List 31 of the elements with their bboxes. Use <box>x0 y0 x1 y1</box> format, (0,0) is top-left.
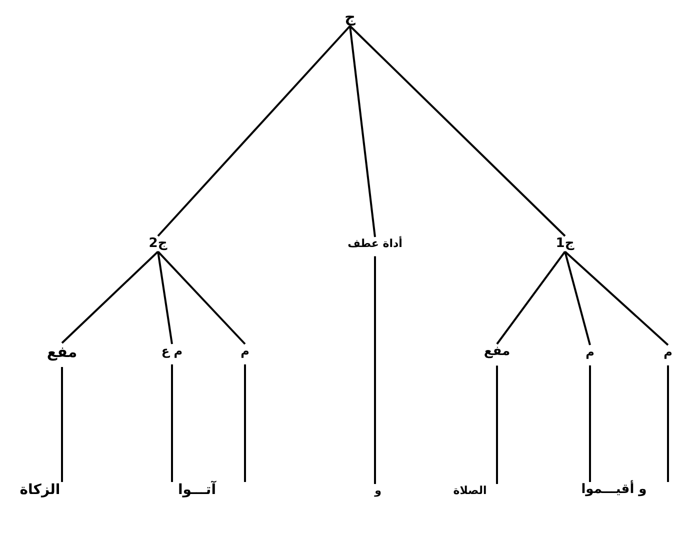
tree-branch <box>157 25 351 237</box>
tree-label: مفع <box>481 344 513 360</box>
tree-label: مفع <box>45 343 79 361</box>
tree-branch <box>61 367 63 482</box>
tree-label: م ع <box>155 344 189 358</box>
tree-branch <box>496 251 566 345</box>
tree-branch <box>667 365 669 482</box>
tree-branch <box>157 250 246 345</box>
leaf-word: آتـــوا <box>151 482 243 499</box>
tree-branch <box>564 250 669 346</box>
tree-label: ج2 <box>142 236 174 252</box>
tree-branch <box>349 26 376 238</box>
leaf-word: و <box>368 484 388 498</box>
leaf-word: الصلاة <box>446 484 494 498</box>
tree-branch <box>61 250 159 344</box>
tree-branch <box>496 366 498 484</box>
tree-label: ج1 <box>549 236 581 252</box>
tree-branch <box>349 25 566 237</box>
tree-branch <box>157 251 173 344</box>
tree-branch <box>564 251 591 346</box>
tree-branch <box>244 364 246 482</box>
tree-label: م <box>237 344 253 358</box>
tree-label: م <box>660 345 676 360</box>
tree-branch <box>374 256 376 484</box>
tree-label: ج <box>340 8 360 26</box>
tree-branch <box>171 364 173 482</box>
leaf-word: و أقيـــموا <box>553 482 675 498</box>
tree-label: م <box>582 345 598 360</box>
tree-label: أداة عطف <box>340 237 410 250</box>
tree-branch <box>589 365 591 482</box>
leaf-word: الزكاة <box>10 482 70 499</box>
